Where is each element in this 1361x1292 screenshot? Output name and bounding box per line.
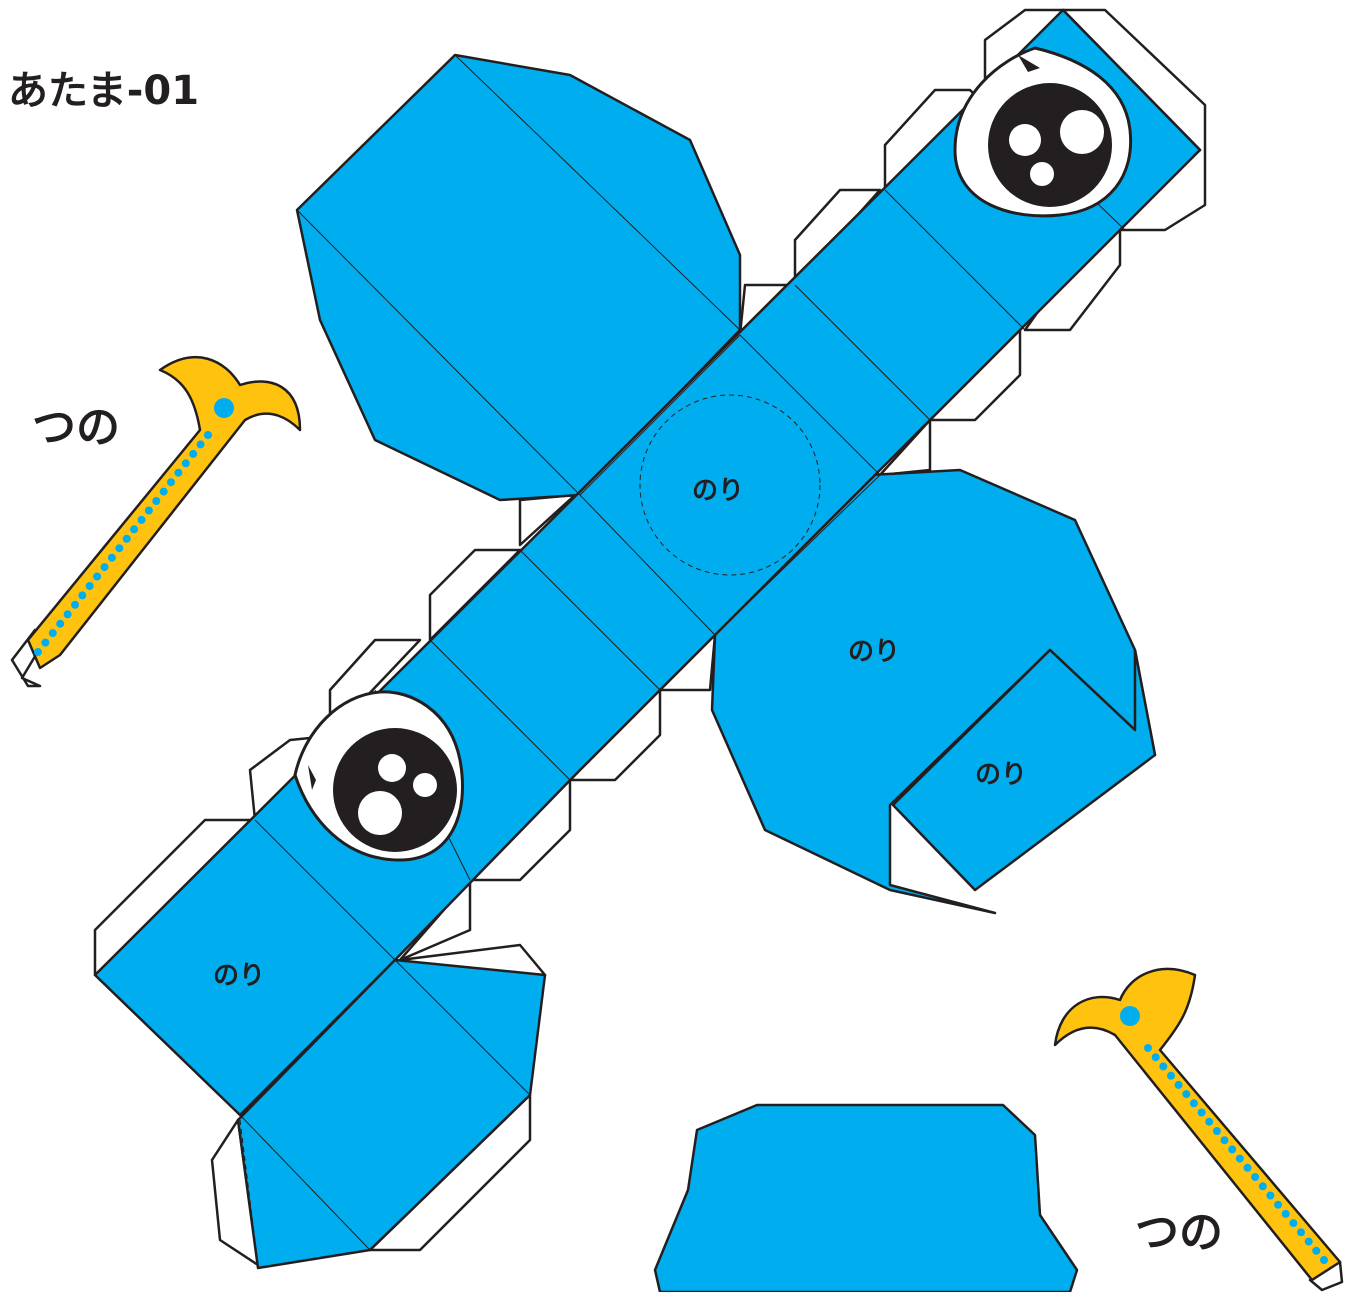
horn-dot [71,600,79,609]
horn-dot [1289,1219,1298,1228]
horn-dot [93,572,102,581]
horn-left-dots [34,431,212,656]
horn-left [10,355,302,688]
horn-dot [1159,1062,1168,1071]
horn-dot [1220,1136,1229,1145]
eye-upper [953,46,1133,218]
horn-right [1053,967,1344,1292]
horn-dot [34,648,42,656]
horn-dot [1182,1090,1191,1099]
horn-dot [41,638,50,647]
horn-dot [1274,1200,1283,1209]
horn-dot [122,534,131,543]
horn-dot [1189,1099,1198,1108]
horn-dot [137,515,146,524]
horn-dot [152,497,161,505]
horn-dot [1174,1080,1183,1089]
horn-dot [107,553,116,562]
horn-dot [1266,1191,1275,1200]
horn-dot [1205,1117,1214,1126]
horn-dot [1151,1053,1160,1062]
horn-dot [115,544,124,553]
horn-dot [181,459,190,468]
horn-dot [204,431,212,439]
horn-dot [85,582,94,590]
horn-dot [100,563,109,572]
horn-dot [78,591,87,600]
glue-label-center: のり [692,476,744,506]
horn-dot [1167,1071,1175,1080]
horn-dot [48,629,57,638]
horn-dot [1251,1173,1260,1181]
horn-dot [1312,1246,1321,1255]
horn-dot [159,487,168,496]
horn-dot [1144,1044,1152,1052]
horn-dot [196,440,205,449]
horn-dot [174,468,183,477]
horn-label-left: つの [32,402,120,453]
horn-dot [1304,1237,1313,1246]
horn-dot [1258,1182,1267,1191]
horn-dot [1235,1154,1244,1163]
horn-dot [56,619,65,628]
sheet-title: あたま-01 [8,68,199,114]
glue-label-left-face: のり [213,961,265,991]
horn-dot [1297,1228,1305,1237]
glue-label-right-flap: のり [848,637,900,667]
horn-dot [1281,1209,1290,1218]
glue-label-right-tab: のり [975,760,1027,790]
horn-dot [130,525,139,534]
horn-dot [1243,1163,1252,1172]
horn-dot [63,610,72,619]
horn-dot [1212,1127,1221,1135]
horn-dot [189,449,198,458]
horn-dot [1197,1108,1206,1117]
eye-lower [293,690,464,862]
horn-dot [144,506,153,515]
horn-dot [167,478,175,487]
horn-dot [1228,1145,1237,1154]
horn-dot [1320,1256,1328,1264]
horn-right-dots [1144,1044,1328,1264]
horn-label-right: つの [1135,1207,1223,1258]
